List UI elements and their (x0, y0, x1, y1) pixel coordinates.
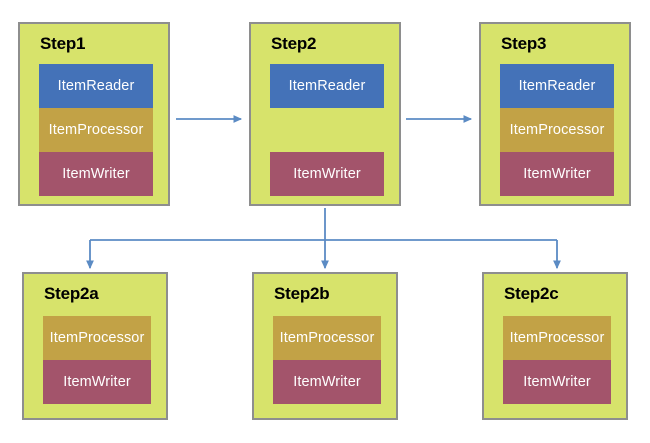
slot-itemprocessor-step2a: ItemProcessor (43, 316, 151, 360)
slot-itemreader-step1: ItemReader (39, 64, 153, 108)
slot-itemwriter-step2: ItemWriter (270, 152, 384, 196)
slot-itemwriter-step2c: ItemWriter (503, 360, 611, 404)
slot-itemreader-step3: ItemReader (500, 64, 614, 108)
slot-itemwriter-step3: ItemWriter (500, 152, 614, 196)
step-slots-step1: ItemReader ItemProcessor ItemWriter (39, 64, 153, 196)
step-box-step3[interactable]: Step3 ItemReader ItemProcessor ItemWrite… (479, 22, 631, 206)
step-slots-step2c: ItemProcessor ItemWriter (503, 316, 611, 404)
step-slots-step3: ItemReader ItemProcessor ItemWriter (500, 64, 614, 196)
step-title-step2a: Step2a (44, 284, 99, 303)
step-box-step1[interactable]: Step1 ItemReader ItemProcessor ItemWrite… (18, 22, 170, 206)
step-box-step2c[interactable]: Step2c ItemProcessor ItemWriter (482, 272, 628, 420)
step-title-step3: Step3 (501, 34, 547, 53)
slot-itemwriter-step2a: ItemWriter (43, 360, 151, 404)
step-box-step2b[interactable]: Step2b ItemProcessor ItemWriter (252, 272, 398, 420)
step-title-step2c: Step2c (504, 284, 559, 303)
step-box-step2[interactable]: Step2 ItemReader ItemWriter (249, 22, 401, 206)
step-title-step2b: Step2b (274, 284, 330, 303)
slot-itemprocessor-missing-step2 (270, 108, 384, 152)
slot-itemprocessor-step1: ItemProcessor (39, 108, 153, 152)
step-title-step1: Step1 (40, 34, 86, 53)
slot-itemwriter-step2b: ItemWriter (273, 360, 381, 404)
step-title-step2: Step2 (271, 34, 317, 53)
arrow-branch-trunk (90, 208, 557, 241)
slot-itemprocessor-step3: ItemProcessor (500, 108, 614, 152)
slot-itemprocessor-step2c: ItemProcessor (503, 316, 611, 360)
slot-itemprocessor-step2b: ItemProcessor (273, 316, 381, 360)
step-box-step2a[interactable]: Step2a ItemProcessor ItemWriter (22, 272, 168, 420)
slot-itemwriter-step1: ItemWriter (39, 152, 153, 196)
step-slots-step2a: ItemProcessor ItemWriter (43, 316, 151, 404)
slot-itemreader-step2: ItemReader (270, 64, 384, 108)
step-slots-step2b: ItemProcessor ItemWriter (273, 316, 381, 404)
step-slots-step2: ItemReader ItemWriter (270, 64, 384, 196)
